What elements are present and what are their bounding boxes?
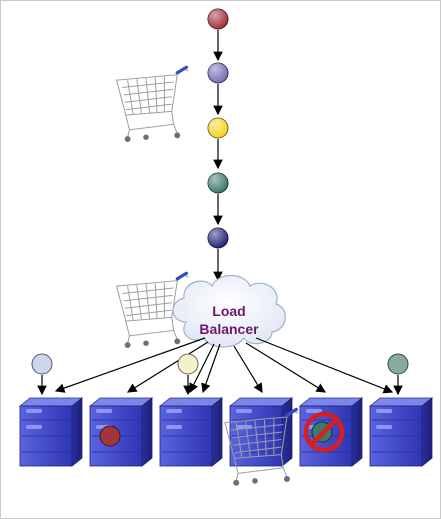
load-balancer-label-line1: Load — [212, 303, 245, 319]
pending-requests — [31, 353, 409, 396]
pending-request-2 — [177, 353, 199, 375]
arrow-to-server-4 — [233, 345, 263, 394]
server-icon — [89, 397, 153, 467]
arrow-to-server-1 — [54, 337, 206, 393]
prohibited-icon — [303, 411, 345, 453]
load-balancer-label-line2: Balancer — [199, 321, 259, 337]
load-balancer-cloud: Load Balancer — [172, 274, 286, 348]
queued-request-3-shine — [208, 118, 228, 138]
arrow-to-server-5 — [245, 342, 327, 393]
request-queue — [207, 8, 229, 282]
server-icon — [19, 397, 83, 467]
shopping-cart-icon — [117, 67, 189, 142]
arrow-to-server-6 — [255, 337, 394, 394]
pending-request-1 — [31, 353, 53, 375]
arrow-to-server-2 — [126, 341, 209, 393]
distribution-arrows — [54, 337, 394, 394]
processing-request — [99, 425, 121, 447]
queued-request-1-shine — [208, 9, 228, 29]
queued-request-4-shine — [208, 173, 228, 193]
arrow-to-server-3a — [189, 343, 215, 394]
server-row — [19, 397, 433, 486]
prohibited-slash — [309, 417, 339, 447]
arrow-to-server-3b — [201, 343, 221, 394]
blocked-request — [303, 411, 345, 453]
queued-request-2-shine — [208, 63, 228, 83]
server-icon — [369, 397, 433, 467]
server-icon — [159, 397, 223, 467]
queued-request-5-shine — [208, 228, 228, 248]
pending-request-3 — [387, 353, 409, 375]
